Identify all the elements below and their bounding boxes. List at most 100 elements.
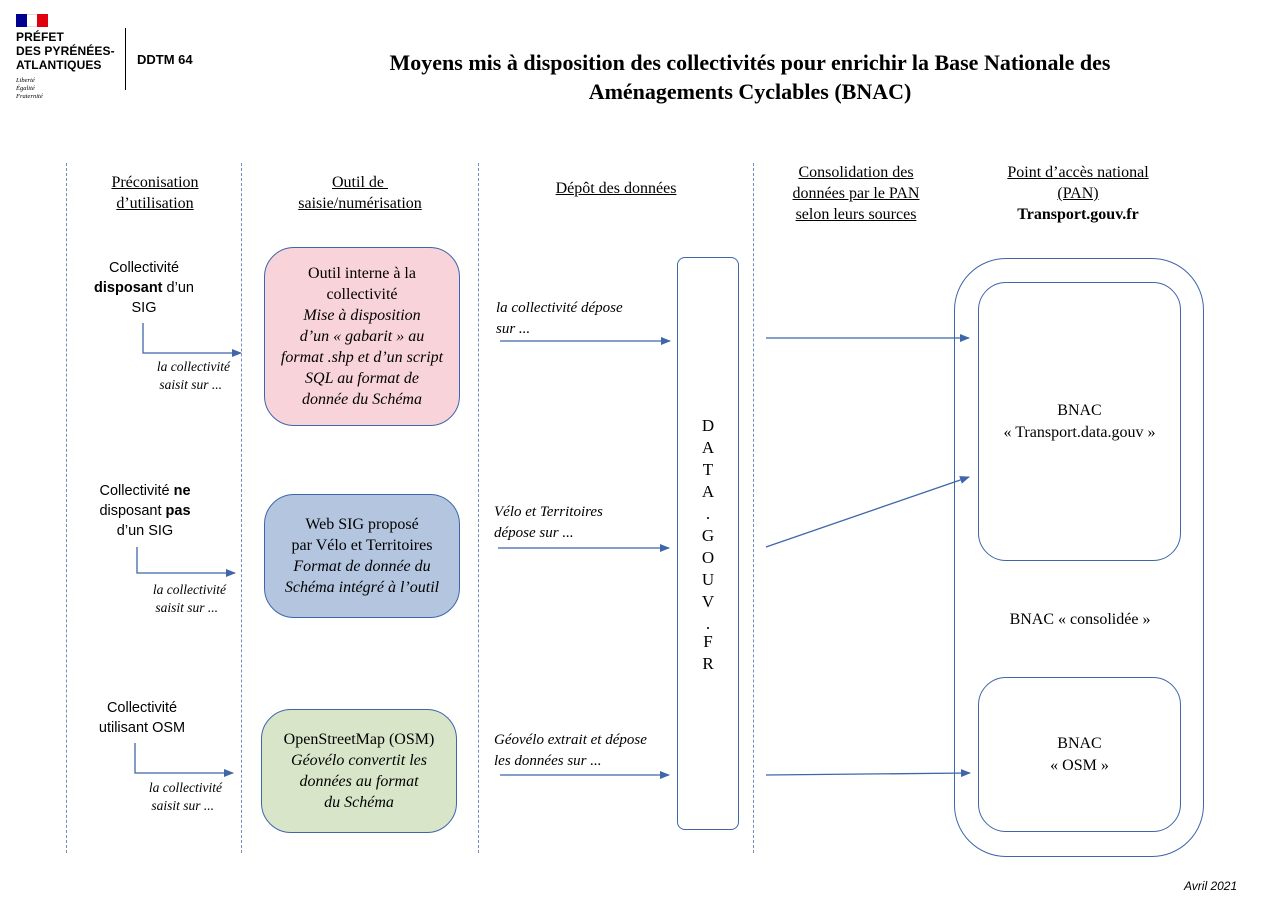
action-line: la collectivité	[148, 780, 222, 795]
datagouv-letter: A	[701, 438, 715, 457]
header-line: selon leurs sources	[795, 206, 917, 223]
tool-detail-line: du Schéma	[324, 794, 394, 811]
header-line: d’utilisation	[116, 195, 194, 212]
deposit-line: dépose sur ...	[494, 525, 574, 541]
header-line: données par le PAN	[792, 185, 920, 202]
title-line-2: Aménagements Cyclables (BNAC)	[588, 79, 912, 104]
header-line: (PAN)	[1057, 185, 1099, 202]
column-separator	[241, 163, 242, 853]
logo-text-line: PRÉFET	[16, 30, 64, 44]
tool-detail-line: SQL au format de	[305, 370, 419, 387]
label-bold: pas	[165, 503, 191, 519]
pan-consolidated-box	[954, 258, 1204, 857]
bnac-subtitle: « Transport.data.gouv »	[1003, 423, 1156, 441]
action-line: saisit sur ...	[155, 600, 218, 615]
deposit-label: Vélo et Territoires dépose sur ...	[494, 502, 603, 544]
action-label: la collectivité saisit sur ...	[120, 358, 230, 394]
datagouv-letter: U	[701, 570, 715, 589]
logo-divider	[125, 28, 126, 90]
datagouv-letter: T	[702, 460, 714, 479]
french-flag-icon	[16, 14, 48, 27]
tool-detail-line: Schéma intégré à l’outil	[284, 579, 440, 596]
header-line: Outil de	[332, 174, 388, 191]
tool-title-line: collectivité	[326, 286, 398, 303]
tool-detail-line: Mise à disposition	[303, 307, 421, 324]
tool-title-line: OpenStreetMap (OSM)	[283, 731, 435, 748]
datagouv-letter: A	[701, 482, 715, 501]
row-label-no-sig: Collectivité ne disposant pas d’un SIG	[78, 481, 212, 541]
logo-motto: Égalité	[16, 85, 35, 92]
action-label: la collectivité saisit sur ...	[116, 581, 226, 617]
action-line: saisit sur ...	[159, 377, 222, 392]
deposit-line: Géovélo extrait et dépose	[494, 732, 647, 748]
column-separator	[66, 163, 67, 853]
action-line: la collectivité	[152, 582, 226, 597]
header-line: saisie/numérisation	[298, 195, 422, 212]
bnac-title: BNAC	[1057, 734, 1102, 752]
tool-title-line: Web SIG proposé	[305, 516, 419, 533]
action-label: la collectivité saisit sur ...	[112, 779, 222, 815]
tool-detail-line: d’un « gabarit » au	[299, 328, 425, 345]
datagouv-letter: G	[701, 526, 715, 545]
bnac-consolidated-label: BNAC « consolidée »	[1009, 611, 1151, 628]
label-rest: d’un	[162, 280, 194, 296]
tool-title-line: par Vélo et Territoires	[291, 537, 433, 554]
consolidation-arrow	[765, 769, 971, 778]
column-header-pan: Point d’accès national (PAN) Transport.g…	[970, 162, 1186, 225]
deposit-label: Géovélo extrait et dépose les données su…	[494, 730, 647, 772]
row-label-sig: Collectivité disposant d’un SIG	[84, 258, 204, 318]
label-plain: disposant	[99, 503, 166, 519]
bnac-osm-box: BNAC « OSM »	[978, 677, 1181, 832]
label-line: disposant d’un	[84, 278, 204, 298]
label-line: disposant pas	[78, 501, 212, 521]
column-header-depot: Dépôt des données	[500, 178, 732, 199]
action-line: la collectivité	[156, 359, 230, 374]
datagouv-letter: R	[702, 654, 714, 673]
consolidation-arrow	[765, 476, 970, 548]
label-plain: Collectivité	[99, 483, 174, 499]
column-separator	[478, 163, 479, 853]
label-line: Collectivité	[106, 700, 178, 716]
column-header-consolidation: Consolidation des données par le PAN sel…	[760, 162, 952, 225]
label-line: d’un SIG	[116, 523, 174, 539]
tool-detail-line: format .shp et d’un script	[280, 349, 444, 366]
logo-text-line: ATLANTIQUES	[16, 58, 102, 72]
logo-motto: Liberté	[16, 77, 35, 84]
tool-detail-line: Format de donnée du	[293, 558, 431, 575]
tool-box-osm: OpenStreetMap (OSM) Géovélo convertit le…	[261, 709, 457, 833]
connector-arrow	[136, 547, 236, 577]
datagouv-letter: O	[701, 548, 715, 567]
tool-detail-line: Géovélo convertit les	[291, 752, 427, 769]
tool-detail-line: données au format	[299, 773, 419, 790]
datagouv-letter: .	[705, 614, 711, 633]
datagouv-letter: D	[701, 416, 715, 435]
header-line: Transport.gouv.fr	[1017, 206, 1139, 223]
deposit-label: la collectivité dépose sur ...	[496, 298, 623, 340]
connector-arrow	[142, 323, 242, 357]
page-title: Moyens mis à disposition des collectivit…	[330, 48, 1170, 106]
deposit-line: Vélo et Territoires	[494, 504, 603, 520]
title-line-1: Moyens mis à disposition des collectivit…	[389, 50, 1111, 75]
label-line: SIG	[131, 300, 157, 316]
deposit-line: sur ...	[496, 321, 531, 337]
datagouv-letter: V	[701, 592, 715, 611]
datagouv-box	[677, 257, 739, 830]
tool-box-internal: Outil interne à la collectivité Mise à d…	[264, 247, 460, 426]
header-line: Préconisation	[111, 174, 199, 191]
label-line: Collectivité	[108, 260, 180, 276]
deposit-line: la collectivité dépose	[496, 300, 623, 316]
header-line: Dépôt des données	[555, 180, 677, 197]
column-header-outil: Outil de saisie/numérisation	[260, 172, 460, 214]
logo-motto: Fraternité	[16, 93, 43, 100]
tool-box-websig: Web SIG proposé par Vélo et Territoires …	[264, 494, 460, 618]
action-line: saisit sur ...	[151, 798, 214, 813]
label-bold: disposant	[94, 280, 163, 296]
bnac-transport-box: BNAC « Transport.data.gouv »	[978, 282, 1181, 561]
logo-text-line: DES PYRÉNÉES-	[16, 44, 115, 58]
org-label: DDTM 64	[137, 52, 193, 67]
bnac-title: BNAC	[1057, 401, 1102, 419]
date-label: Avril 2021	[1184, 879, 1238, 893]
tool-detail-line: donnée du Schéma	[302, 391, 422, 408]
column-header-preconisation: Préconisation d’utilisation	[70, 172, 240, 214]
